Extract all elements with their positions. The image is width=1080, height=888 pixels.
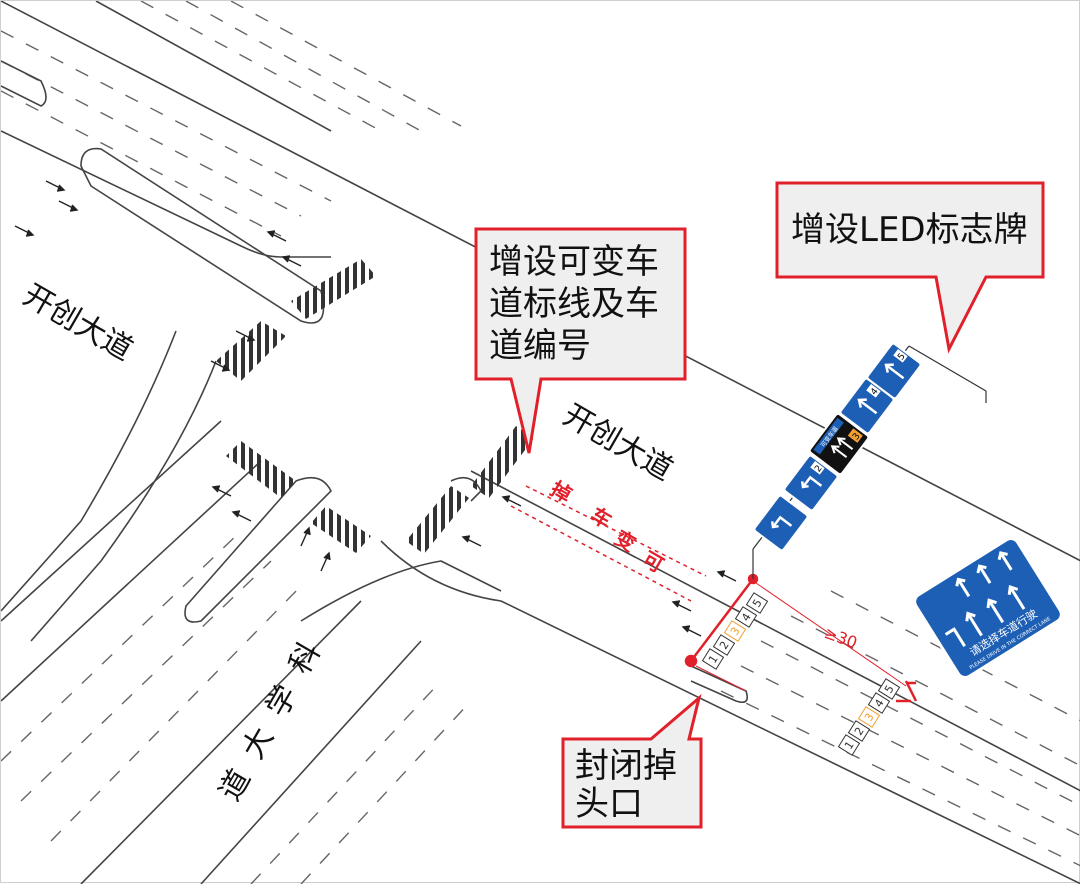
lane-line: [50, 585, 302, 842]
road-name-kaichuang-left: 开创大道: [17, 278, 138, 368]
lane-line: [185, 1, 422, 132]
callout-close-uturn: 封闭掉 头口: [561, 693, 703, 829]
crosswalk: [216, 321, 286, 381]
lane-arrow: [681, 625, 702, 637]
road-edge: [95, 1, 332, 132]
crosswalk: [291, 259, 376, 319]
lane-arrow: [58, 200, 79, 212]
callout-line: 增设可变车: [489, 242, 659, 282]
callout-line: 增设LED标志牌: [791, 210, 1028, 250]
lane-sign-3-variable: 可变车道 3: [808, 412, 870, 476]
callout-line: 道编号: [489, 326, 591, 366]
variable-lane-boundary: [510, 505, 692, 602]
road-edge: [80, 600, 362, 884]
variable-lane-text: 车: [587, 503, 616, 534]
lane-arrow: [461, 535, 482, 547]
road-edge: [1, 420, 222, 622]
closure-line: [690, 578, 754, 662]
lane-line: [300, 700, 472, 884]
lane-arrow: [266, 230, 287, 242]
lane-sign-number: 5: [896, 352, 907, 363]
ramp-curve: [1, 330, 177, 612]
lane-arrow: [281, 255, 302, 267]
lane-numbers-upper: 1 2 3 4 5: [701, 592, 769, 670]
median-island: [690, 665, 749, 704]
lane-line: [140, 1, 382, 132]
sign-gantry: [908, 345, 987, 392]
lane-sign-1: [753, 494, 809, 552]
lane-arrow: [210, 360, 231, 372]
callout-line: 头口: [575, 784, 643, 824]
median-island: [184, 476, 332, 623]
road-name-char: 大: [236, 722, 281, 765]
crosswalk: [311, 506, 371, 553]
distance-label: ≥30: [822, 623, 860, 652]
variable-lane-boundary: [525, 485, 707, 577]
lane-line: [1, 90, 282, 237]
distance-line: [695, 665, 747, 692]
callout-line: 道标线及车: [489, 284, 659, 324]
crosswalk: [406, 486, 469, 554]
callout-line: 封闭掉: [575, 746, 677, 786]
lane-arrow: [300, 526, 311, 547]
road-name-kexue: 科 学 大 道: [213, 637, 328, 807]
lane-arrow: [671, 600, 692, 612]
lane-numbers-lower: 1 2 3 4 5: [837, 678, 901, 756]
lane-arrow: [235, 330, 256, 342]
distance-line: [755, 582, 907, 687]
road-edge: [200, 640, 422, 884]
lane-line: [1, 30, 332, 202]
lane-sign-number: 2: [813, 464, 824, 475]
lane-arrow: [231, 510, 252, 522]
road-edge: [1, 130, 331, 258]
ramp-curve: [30, 360, 217, 642]
road-edge: [1, 460, 262, 702]
lane-sign-number: 4: [869, 387, 881, 398]
road-name-char: 学: [260, 680, 305, 723]
lane-arrow: [211, 485, 232, 497]
lane-arrow: [716, 570, 737, 582]
lane-arrow: [45, 180, 66, 192]
road-name-kaichuang-right: 开创大道: [557, 398, 678, 488]
lane-line: [250, 680, 442, 884]
lane-line: [1, 530, 242, 762]
variable-lane-text: 掉: [547, 477, 576, 508]
crosswalk: [226, 441, 296, 498]
lane-line: [720, 690, 1080, 867]
lane-arrow: [320, 551, 331, 572]
road-edge: [470, 470, 1080, 792]
lane-arrow: [501, 495, 522, 507]
lane-line: [740, 665, 1080, 837]
lane-line: [760, 640, 1080, 807]
road-name-char: 道: [213, 764, 258, 807]
lane-sign-5: 5: [866, 342, 922, 400]
closure-line: [904, 680, 918, 702]
lane-sign-number: 3: [851, 432, 862, 443]
median-island: [0, 60, 47, 107]
led-lane-sign: 请选择车道行驶 PLEASE DRIVE IN THE CORRECT LANE: [913, 537, 1063, 679]
lane-sign-2: 2: [783, 454, 839, 512]
lane-line: [230, 1, 462, 127]
crosswalk: [471, 426, 534, 498]
closure-marker: [684, 654, 698, 668]
median-island: [80, 147, 325, 324]
road-edge: [380, 540, 1080, 884]
ramp-curve: [300, 560, 502, 622]
callout-variable-lane: 增设可变车 道标线及车 道编号: [474, 227, 687, 454]
lane-arrow: [14, 225, 35, 237]
lane-line: [1, 60, 302, 217]
lane-line: [20, 560, 272, 802]
callout-led-sign: 增设LED标志牌: [775, 181, 1045, 354]
